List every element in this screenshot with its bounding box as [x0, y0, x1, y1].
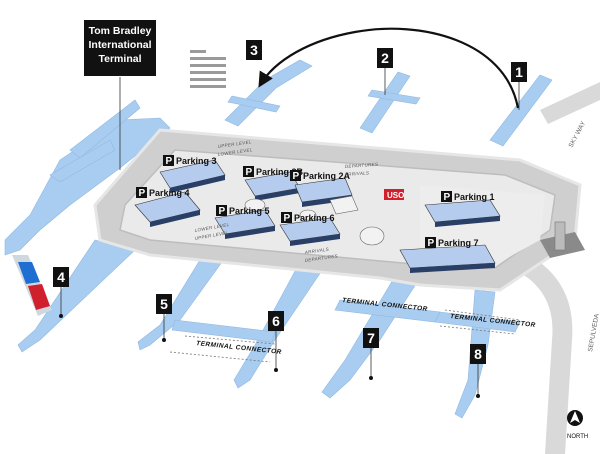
parking-2a-label: Parking 2A — [303, 171, 351, 181]
parking-5-label: Parking 5 — [229, 206, 270, 216]
parking-4-label: Parking 4 — [149, 188, 190, 198]
terminal-5-number: 5 — [160, 296, 168, 312]
uso-badge: USO — [384, 189, 404, 200]
parking-6-symbol: P — [284, 213, 291, 224]
control-tower — [540, 221, 585, 258]
tbit-line-3: Terminal — [99, 53, 142, 65]
parking-1: P Parking 1 — [424, 191, 501, 227]
terminal-1-badge: 1 — [511, 62, 527, 82]
sepulveda-roadway — [515, 82, 600, 454]
parking-4-symbol: P — [139, 188, 146, 199]
terminal-6-badge: 6 — [268, 311, 284, 331]
north-arrow-icon: NORTH — [567, 410, 588, 440]
terminal-5-badge: 5 — [156, 294, 172, 314]
road-label-arrivals: ARRIVALS — [344, 170, 370, 177]
terminal-dots — [59, 314, 480, 398]
terminal-8-badge: 8 — [470, 344, 486, 364]
road-label-departures-2: DEPARTURES — [304, 253, 338, 263]
parking-7: P Parking 7 — [399, 237, 496, 273]
terminal-3-number: 3 — [250, 42, 258, 58]
road-label-upper-level-2: UPPER LEVEL — [194, 230, 229, 241]
terminal-3-badge: 3 — [246, 40, 262, 60]
road-label-lower-level: LOWER LEVEL — [217, 147, 253, 157]
parking-5-symbol: P — [219, 206, 226, 217]
terminal-badges: 1 2 3 4 5 6 7 8 — [53, 40, 527, 364]
terminal-pointer-lines — [60, 66, 520, 396]
parking-3-symbol: P — [166, 156, 173, 167]
parking-1-symbol: P — [444, 192, 451, 203]
parking-3-label: Parking 3 — [176, 156, 217, 166]
parking-2a-symbol: P — [293, 171, 300, 182]
airline-tail-logo — [12, 255, 52, 316]
legend-lines-icon — [190, 50, 226, 88]
parking-4: P Parking 4 — [134, 187, 201, 227]
parking-7-symbol: P — [428, 238, 435, 249]
uso-label: USO — [387, 191, 404, 200]
parking-5: P Parking 5 — [214, 205, 276, 239]
terminal-4-number: 4 — [57, 269, 65, 285]
road-label-upper-level: UPPER LEVEL — [217, 139, 252, 149]
road-label-arrivals-2: ARRIVALS — [303, 247, 329, 255]
road-label-departures: DEPARTURES — [345, 162, 379, 169]
terminal-6-number: 6 — [272, 313, 280, 329]
terminal-1-number: 1 — [515, 64, 523, 80]
terminal-2-number: 2 — [381, 50, 389, 66]
tbit-line-1: Tom Bradley — [89, 25, 152, 37]
terminal-7-badge: 7 — [363, 328, 379, 348]
parking-structures: P Parking 3 P Parking 4 P Parking 2B P P… — [134, 155, 501, 273]
parking-1-label: Parking 1 — [454, 192, 495, 202]
terminal-8-number: 8 — [474, 346, 482, 362]
parking-3: P Parking 3 — [159, 155, 226, 193]
parking-7-label: Parking 7 — [438, 238, 479, 248]
road-label-lower-level-2: LOWER LEVEL — [194, 222, 230, 233]
parking-6-label: Parking 6 — [294, 213, 335, 223]
terminal-7-number: 7 — [367, 330, 375, 346]
parking-2b-symbol: P — [246, 167, 253, 178]
parking-6: P Parking 6 — [279, 212, 385, 246]
transfer-arrow — [258, 27, 520, 109]
tom-bradley-label: Tom Bradley International Terminal — [84, 20, 156, 76]
road-label-sky-way: SKY WAY — [568, 120, 588, 149]
parking-2b-label: Parking 2B — [256, 167, 304, 177]
terminal-4-badge: 4 — [53, 267, 69, 287]
terminal-2-badge: 2 — [377, 48, 393, 68]
road-label-sepulveda: SEPULVEDA — [587, 313, 600, 353]
north-label: NORTH — [567, 434, 588, 440]
parking-2a: P Parking 2A — [290, 170, 359, 221]
tbit-line-2: International — [88, 39, 151, 51]
